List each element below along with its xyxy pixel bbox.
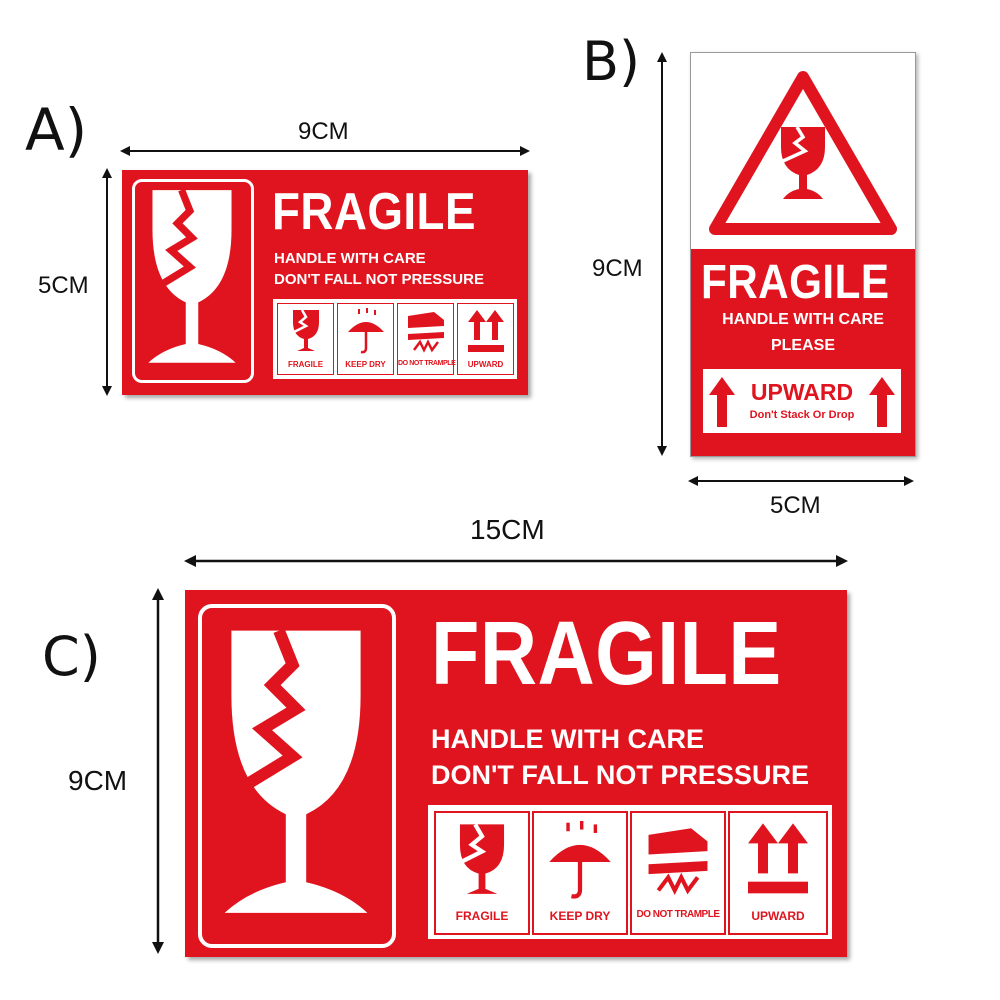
option-a-letter: A): [25, 96, 88, 164]
label-a-icon-upward: UPWARD: [457, 303, 514, 375]
label-c-icon-caption-keepdry: KEEP DRY: [549, 909, 611, 923]
label-b-title: FRAGILE: [701, 256, 890, 309]
label-c-icon-strip: FRAGILE KEEP DRY DO NOT TRAMPLE UPWARD: [427, 804, 833, 940]
label-c-broken-glass-icon: [224, 628, 368, 913]
label-a-icon-caption-fragile: FRAGILE: [287, 360, 324, 369]
label-b-upward-title: UPWARD: [750, 379, 854, 405]
label-b-upward-box: UPWARD Don't Stack Or Drop: [703, 369, 901, 433]
option-b-letter: B): [582, 30, 641, 93]
label-a-glass-frame: [132, 179, 254, 383]
label-a-icon-keepdry: KEEP DRY: [337, 303, 394, 375]
label-b-right-arrow-icon: [869, 377, 895, 427]
label-b-sticker: FRAGILE HANDLE WITH CARE PLEASE UPWARD D…: [690, 52, 916, 457]
option-b-width-label: 5CM: [770, 492, 821, 519]
option-b-width-arrow: [688, 476, 914, 486]
label-c-title: FRAGILE: [431, 604, 782, 704]
label-b-broken-glass-icon: [781, 126, 825, 199]
label-a-icon-caption-trample: DO NOT TRAMPLE: [398, 360, 456, 367]
option-b-height-label: 9CM: [592, 255, 643, 282]
label-b-please: PLEASE: [770, 337, 835, 354]
option-c-width-label: 15CM: [470, 514, 545, 545]
broken-glass-icon: [148, 188, 236, 363]
label-a-title: FRAGILE: [272, 183, 476, 241]
label-a-sticker: FRAGILE HANDLE WITH CARE DON'T FALL NOT …: [122, 170, 528, 395]
label-b-left-arrow-icon: [709, 377, 735, 427]
label-b-line1: HANDLE WITH CARE: [722, 311, 884, 328]
label-a-icon-trample: DO NOT TRAMPLE: [397, 303, 456, 375]
option-a-height-label: 5CM: [38, 272, 89, 299]
option-a-width-label: 9CM: [298, 118, 349, 145]
label-c-glass-frame: [198, 604, 396, 948]
option-c-width-arrow: [184, 555, 848, 567]
option-b-height-arrow: [657, 52, 667, 456]
label-c-line1: HANDLE WITH CARE: [431, 724, 704, 754]
label-c-sticker: FRAGILE HANDLE WITH CARE DON'T FALL NOT …: [185, 590, 847, 957]
label-a-icon-strip: FRAGILE KEEP DRY DO NOT TRAMPLE UPWARD: [272, 298, 518, 380]
label-b-red-panel: FRAGILE HANDLE WITH CARE PLEASE UPWARD D…: [691, 249, 915, 456]
option-c-height-arrow: [152, 588, 164, 954]
option-c-letter: C): [42, 625, 101, 688]
label-c-icon-trample: DO NOT TRAMPLE: [630, 811, 726, 935]
option-a-height-arrow: [102, 168, 112, 396]
label-a-line2: DON'T FALL NOT PRESSURE: [274, 271, 484, 288]
label-c-icon-keepdry: KEEP DRY: [532, 811, 628, 935]
label-b-warning-triangle: [709, 71, 897, 235]
label-c-icon-caption-trample: DO NOT TRAMPLE: [636, 909, 721, 920]
label-a-icon-caption-upward: UPWARD: [467, 360, 504, 369]
label-c-icon-caption-fragile: FRAGILE: [455, 909, 509, 923]
label-c-icon-fragile: FRAGILE: [434, 811, 530, 935]
label-a-icon-fragile: FRAGILE: [277, 303, 334, 375]
label-c-icon-upward: UPWARD: [728, 811, 828, 935]
label-a-icon-caption-keepdry: KEEP DRY: [345, 360, 386, 369]
label-b-upward-sub: Don't Stack Or Drop: [749, 409, 855, 421]
label-c-line2: DON'T FALL NOT PRESSURE: [431, 760, 809, 790]
label-a-line1: HANDLE WITH CARE: [274, 250, 426, 267]
label-c-icon-caption-upward: UPWARD: [751, 909, 805, 923]
option-c-height-label: 9CM: [68, 765, 128, 796]
option-a-width-arrow: [120, 146, 530, 156]
